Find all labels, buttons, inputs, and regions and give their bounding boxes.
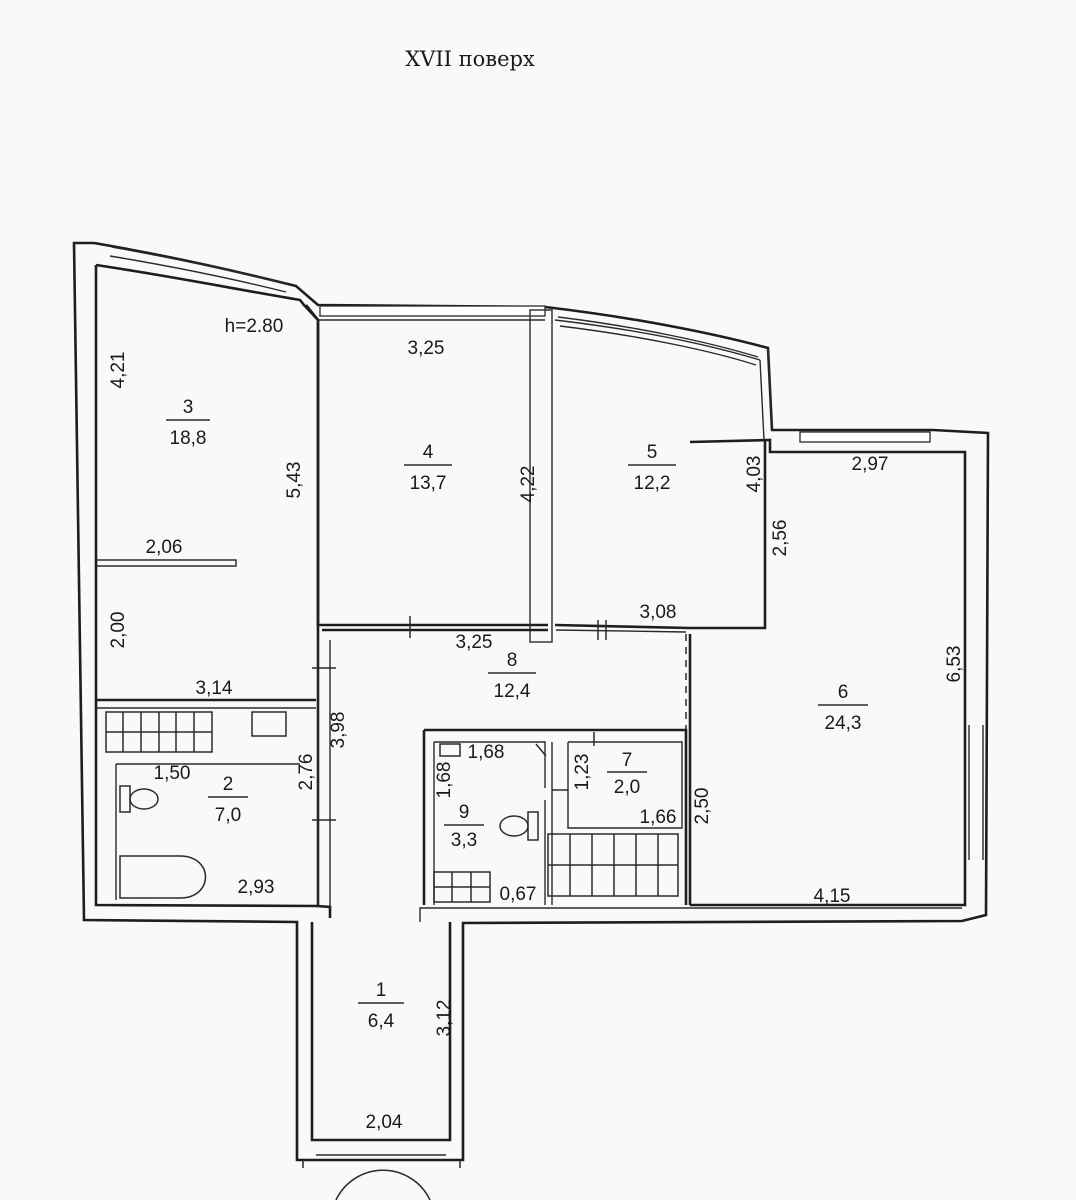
svg-text:4: 4 xyxy=(423,442,434,463)
dim-r9-left: 1,68 xyxy=(434,762,455,799)
dim-r5-right: 4,03 xyxy=(744,456,765,493)
partitions xyxy=(96,304,767,906)
dim-r1-right: 3,12 xyxy=(434,1000,455,1037)
svg-text:6: 6 xyxy=(838,682,849,703)
dim-r9-top: 1,68 xyxy=(468,742,505,763)
dim-r6-left-upper: 2,56 xyxy=(770,520,791,557)
room-3-label: 3 18,8 xyxy=(166,397,210,449)
room-2-label: 2 7,0 xyxy=(208,774,248,826)
svg-text:2,0: 2,0 xyxy=(614,777,640,798)
svg-text:3,3: 3,3 xyxy=(451,830,477,851)
room-7-label: 7 2,0 xyxy=(607,750,647,798)
room-9-label: 9 3,3 xyxy=(444,802,484,851)
svg-text:18,8: 18,8 xyxy=(170,428,207,449)
room-4-label: 4 13,7 xyxy=(404,442,452,494)
svg-text:7,0: 7,0 xyxy=(215,805,241,826)
dim-r4-right: 4,22 xyxy=(518,466,539,503)
dim-r7-bottom: 1,66 xyxy=(640,807,677,828)
dim-r3-bottom: 3,14 xyxy=(196,678,233,699)
svg-text:12,2: 12,2 xyxy=(634,473,671,494)
windows xyxy=(109,246,931,443)
room-8-label: 8 12,4 xyxy=(488,650,536,702)
svg-text:9: 9 xyxy=(459,802,470,823)
room-5-label: 5 12,2 xyxy=(628,442,676,494)
dim-r9-bottom: 0,67 xyxy=(500,884,537,905)
dimension-labels: h=2.80 4,21 5,43 2,06 2,00 3,14 3,25 4,2… xyxy=(108,316,965,1133)
fixtures xyxy=(105,616,679,1200)
room-6-label: 6 24,3 xyxy=(818,682,868,734)
svg-text:6,4: 6,4 xyxy=(368,1011,395,1032)
dim-r2-top: 1,50 xyxy=(154,763,191,784)
svg-text:3: 3 xyxy=(183,397,194,418)
dim-r1-bottom: 2,04 xyxy=(366,1112,403,1133)
dim-r6-left-lower: 2,50 xyxy=(692,788,713,825)
dim-r3-left: 4,21 xyxy=(108,352,129,389)
svg-text:24,3: 24,3 xyxy=(825,713,862,734)
dim-r2-bottom: 2,93 xyxy=(238,877,275,898)
svg-text:2: 2 xyxy=(223,774,234,795)
dim-r8-left: 3,98 xyxy=(328,712,349,749)
room-1-label: 1 6,4 xyxy=(358,980,404,1032)
dim-r6-top: 2,97 xyxy=(852,454,889,475)
dim-r3-lower-left: 2,00 xyxy=(108,612,129,649)
svg-text:12,4: 12,4 xyxy=(494,681,531,702)
ceiling-height: h=2.80 xyxy=(225,316,284,337)
exterior-walls xyxy=(72,241,990,1162)
floor-title: XVII поверх xyxy=(405,47,535,71)
dim-r5-bottom: 3,08 xyxy=(640,602,677,623)
svg-text:5: 5 xyxy=(647,442,658,463)
svg-text:1: 1 xyxy=(376,980,387,1001)
dim-r7-left: 1,23 xyxy=(572,754,593,791)
svg-text:7: 7 xyxy=(622,750,633,771)
dim-r4-bottom: 3,25 xyxy=(456,632,493,653)
dim-r2-right: 2,76 xyxy=(296,754,317,791)
dim-r3-right: 5,43 xyxy=(284,462,305,499)
dim-r6-right: 6,53 xyxy=(944,646,965,683)
dim-r4-top: 3,25 xyxy=(408,338,445,359)
dim-r3-partition: 2,06 xyxy=(146,537,183,558)
svg-text:13,7: 13,7 xyxy=(410,473,447,494)
room-labels: 3 18,8 4 13,7 5 12,2 6 24,3 8 12,4 2 7,0 xyxy=(166,397,868,1032)
svg-text:8: 8 xyxy=(507,650,518,671)
dim-r6-bottom: 4,15 xyxy=(814,886,851,907)
